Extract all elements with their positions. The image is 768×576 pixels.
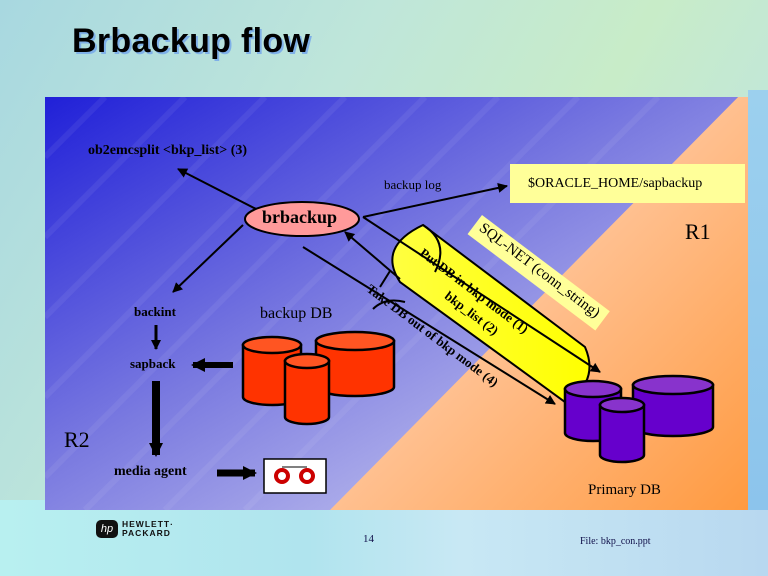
diagram-panel: ob2emcsplit <bkp_list> (3) brbackup back… <box>45 97 748 510</box>
region-r2-label: R2 <box>64 427 90 452</box>
hp-logo-line2: PACKARD <box>122 528 171 538</box>
sapback-label: sapback <box>130 356 176 371</box>
backint-label: backint <box>134 304 176 319</box>
brbackup-node <box>244 201 360 237</box>
tape-icon <box>263 458 327 494</box>
media-agent-label: media agent <box>114 464 187 479</box>
arrow-bkp-list <box>344 231 401 280</box>
arrow-backup-log <box>362 183 508 218</box>
diagram-canvas <box>45 97 748 510</box>
primary-db-cylinders <box>563 374 715 464</box>
file-label: File: bkp_con.ppt <box>580 536 651 547</box>
hp-logo-line1: HEWLETT· <box>122 519 174 529</box>
arrow-to-backint <box>172 224 244 293</box>
page-number: 14 <box>363 533 374 545</box>
oracle-home-note <box>510 164 745 203</box>
slide-title: Brbackup flow <box>72 22 311 60</box>
backup-log-label: backup log <box>384 177 442 192</box>
brbackup-label: brbackup <box>262 207 338 227</box>
arrow-put-db-bkp-mode <box>362 216 601 373</box>
ob2emcsplit-label: ob2emcsplit <bkp_list> (3) <box>88 143 248 158</box>
sqlnet-note <box>467 215 610 331</box>
backup-db-label: backup DB <box>260 305 333 322</box>
hp-badge-icon: hp <box>96 520 118 538</box>
region-r1-label: R1 <box>685 219 711 244</box>
primary-db-label: Primary DB <box>588 482 661 498</box>
hp-logo: hp HEWLETT· PACKARD <box>96 520 174 538</box>
slide-background-bottom <box>0 500 768 576</box>
backup-db-cylinders <box>241 330 396 426</box>
oracle-home-label: $ORACLE_HOME/sapbackup <box>528 176 703 191</box>
arrow-to-ob2emcsplit <box>177 168 261 212</box>
arrow-take-db-out-bkp-mode <box>302 246 556 405</box>
slide-background-right <box>748 90 768 510</box>
